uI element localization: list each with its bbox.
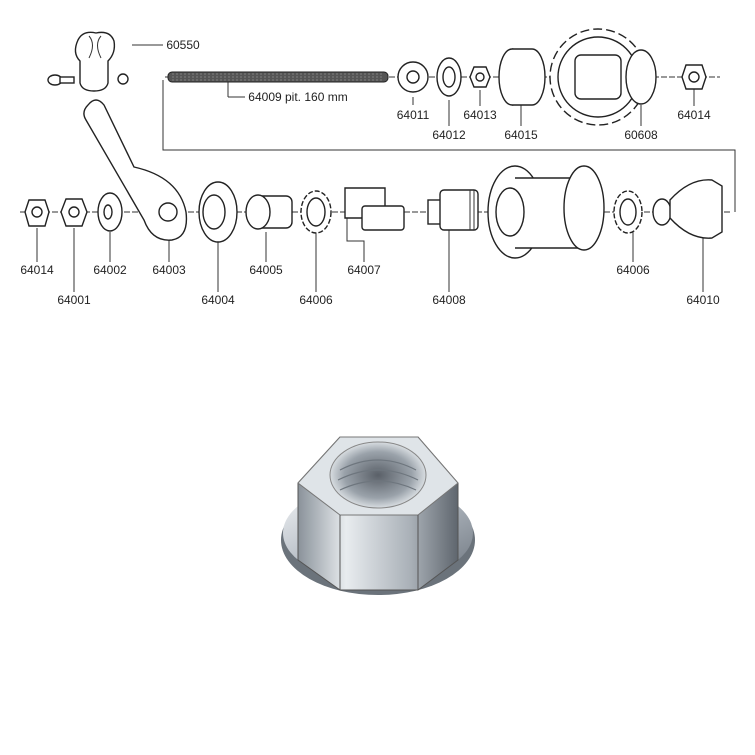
part-64002-washer xyxy=(97,192,123,232)
part-64012-cone xyxy=(436,57,462,97)
part-60608-circlip xyxy=(625,49,657,105)
part-64011-cone-nut xyxy=(397,61,429,93)
callout-64010: 64010 xyxy=(686,293,720,307)
part-64004-disc xyxy=(198,181,238,243)
callout-64014-top: 64014 xyxy=(677,108,711,122)
callout-64003: 64003 xyxy=(152,263,186,277)
callout-64007: 64007 xyxy=(347,263,381,277)
product-photo-flange-nut xyxy=(281,436,475,595)
callout-64005: 64005 xyxy=(249,263,283,277)
part-60550-clamp xyxy=(47,31,129,92)
part-64015-dust-cap xyxy=(498,48,546,106)
part-64010-cone-assembly xyxy=(652,179,723,239)
part-64006-bearing xyxy=(300,190,332,234)
callout-64008: 64008 xyxy=(432,293,466,307)
callout-64006: 64006 xyxy=(299,293,333,307)
callout-60550: 60550 xyxy=(166,38,200,52)
callout-64013: 64013 xyxy=(463,108,497,122)
part-64003-brake-arm xyxy=(83,99,188,241)
callout-64009: 64009 pit. 160 mm xyxy=(248,90,348,104)
callout-64014: 64014 xyxy=(20,263,54,277)
part-64008-brake-cone xyxy=(427,189,479,231)
part-64014-nut-top xyxy=(681,64,707,90)
callout-64004: 64004 xyxy=(201,293,235,307)
part-64014-nut xyxy=(24,199,50,227)
callout-60608: 60608 xyxy=(624,128,658,142)
part-64001-nut xyxy=(60,198,88,227)
part-64007-clutch xyxy=(344,187,405,231)
callout-64006-right: 64006 xyxy=(616,263,650,277)
callout-64011: 64011 xyxy=(396,108,430,122)
callout-64002: 64002 xyxy=(93,263,127,277)
part-sprocket xyxy=(549,28,647,126)
callout-64012: 64012 xyxy=(432,128,466,142)
part-64006-bearing-right xyxy=(613,190,643,234)
callout-64015: 64015 xyxy=(504,128,538,142)
part-64005-driver xyxy=(245,194,293,230)
part-64009-axle xyxy=(167,71,389,83)
part-hub-shell xyxy=(487,165,605,259)
callout-64001: 64001 xyxy=(57,293,91,307)
part-64013-nut xyxy=(469,66,491,88)
